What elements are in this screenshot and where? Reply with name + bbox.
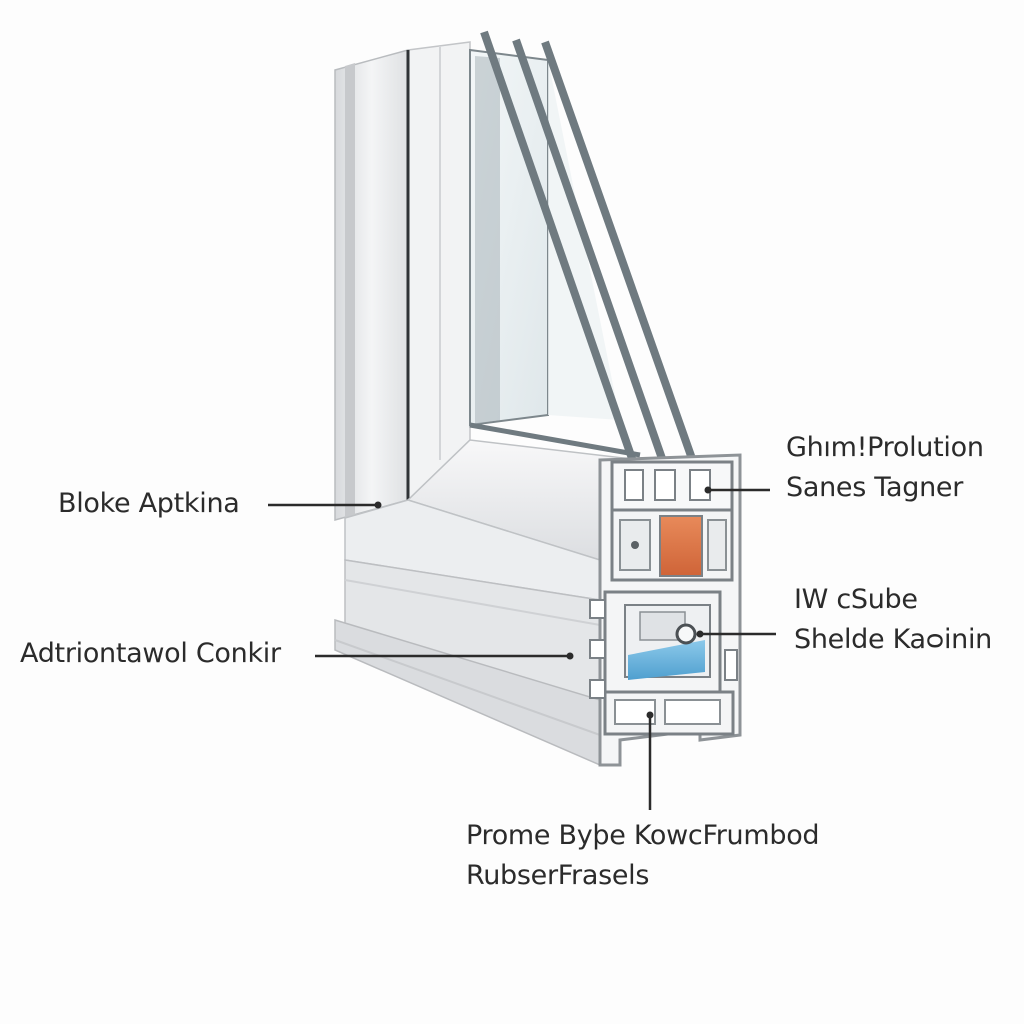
label-right-top-line1: Ghım!Prolution xyxy=(786,432,984,463)
label-right-top-line2: Sanes Tagner xyxy=(786,472,963,503)
leader-lines xyxy=(268,486,776,810)
profile-cross-section xyxy=(589,453,742,767)
label-bottom: Prome Byþe KowᴄFrumbod RubserFrasels xyxy=(466,816,820,896)
vertical-frame xyxy=(334,41,471,521)
label-left-bottom: Adtriontawol Conkir xyxy=(20,634,281,674)
label-right-top: Ghım!Prolution Sanes Tagner xyxy=(786,428,984,508)
glass-panes xyxy=(469,30,700,472)
label-right-middle-line2: Shelde Kaᴑinin xyxy=(794,624,992,655)
label-right-middle-line1: IW ᴄSube xyxy=(794,584,918,615)
label-left-bottom-line1: Adtriontawol Conkir xyxy=(20,638,281,669)
label-right-middle: IW ᴄSube Shelde Kaᴑinin xyxy=(794,580,992,660)
label-bottom-line2: RubserFrasels xyxy=(466,860,650,891)
label-left-top-line1: Bloke Aptkina xyxy=(58,488,240,519)
label-left-top: Bloke Aptkina xyxy=(58,484,240,524)
label-bottom-line1: Prome Byþe KowᴄFrumbod xyxy=(466,820,820,851)
